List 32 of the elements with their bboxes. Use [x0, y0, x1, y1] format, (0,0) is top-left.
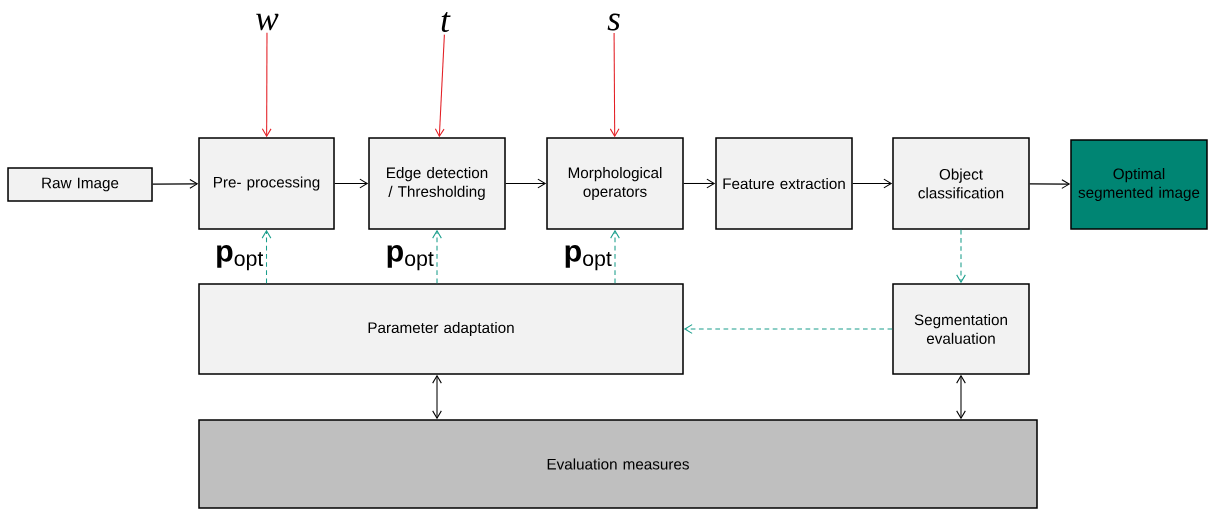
arrow — [434, 34, 445, 138]
edge-label: p$_{opt}$ — [565, 245, 612, 271]
process-box: Feature extraction — [715, 137, 853, 230]
process-box: Parameter adaptation — [198, 283, 684, 375]
arrow — [334, 178, 369, 189]
measures-box: Evaluation measures — [198, 419, 1038, 509]
variable-label: t — [441, 11, 451, 33]
process-box: Object classification — [892, 137, 1030, 230]
output-box: Optimal segmented image — [1070, 139, 1208, 230]
arrow — [610, 229, 620, 284]
edge-label: p$_{opt}$ — [217, 245, 264, 271]
process-box: Pre- processing — [198, 137, 335, 230]
arrow — [956, 229, 966, 284]
arrow — [261, 32, 272, 138]
process-box: Edge detection / Thresholding — [368, 137, 506, 230]
arrow — [683, 324, 893, 334]
arrow — [432, 229, 442, 284]
process-box: Segmentation evaluation — [892, 283, 1030, 375]
arrow — [609, 32, 620, 138]
arrow — [505, 178, 547, 189]
arrow — [1029, 179, 1071, 189]
arrow — [956, 374, 966, 420]
edge-label: p$_{opt}$ — [387, 245, 434, 271]
arrow — [852, 178, 893, 189]
arrow — [152, 179, 199, 189]
arrow — [432, 374, 442, 420]
process-box: Raw Image — [7, 167, 153, 202]
variable-label: w — [256, 13, 279, 31]
variable-label: s — [607, 13, 620, 31]
arrow — [683, 178, 716, 189]
arrow — [261, 229, 272, 284]
process-box: Morphological operators — [546, 137, 684, 230]
